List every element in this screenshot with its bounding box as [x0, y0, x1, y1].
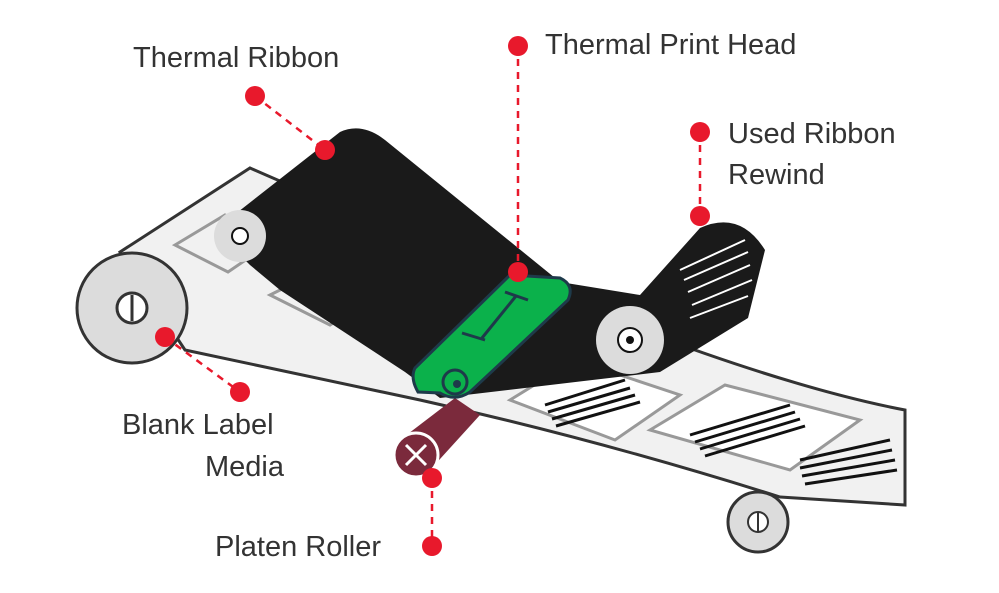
label-thermal-ribbon: Thermal Ribbon: [133, 42, 340, 74]
label-supply-roller: [75, 251, 189, 365]
label-exit-roller: [726, 490, 790, 554]
label-blank-label: Blank Label: [122, 409, 274, 441]
label-media: Media: [205, 451, 284, 483]
callout-lines: [164, 46, 702, 546]
callout-dots: [155, 36, 710, 556]
label-platen-roller: Platen Roller: [215, 531, 382, 563]
platen-roller: [392, 398, 480, 479]
ribbon-supply-spindle: [214, 210, 266, 262]
rewind-spindle: [596, 306, 664, 374]
thermal-print-head: [411, 273, 572, 399]
label-thermal-print-head: Thermal Print Head: [545, 29, 797, 61]
label-rewind: Rewind: [728, 159, 825, 191]
used-ribbon-rewind: [679, 239, 753, 319]
label-used-ribbon: Used Ribbon: [728, 118, 896, 150]
